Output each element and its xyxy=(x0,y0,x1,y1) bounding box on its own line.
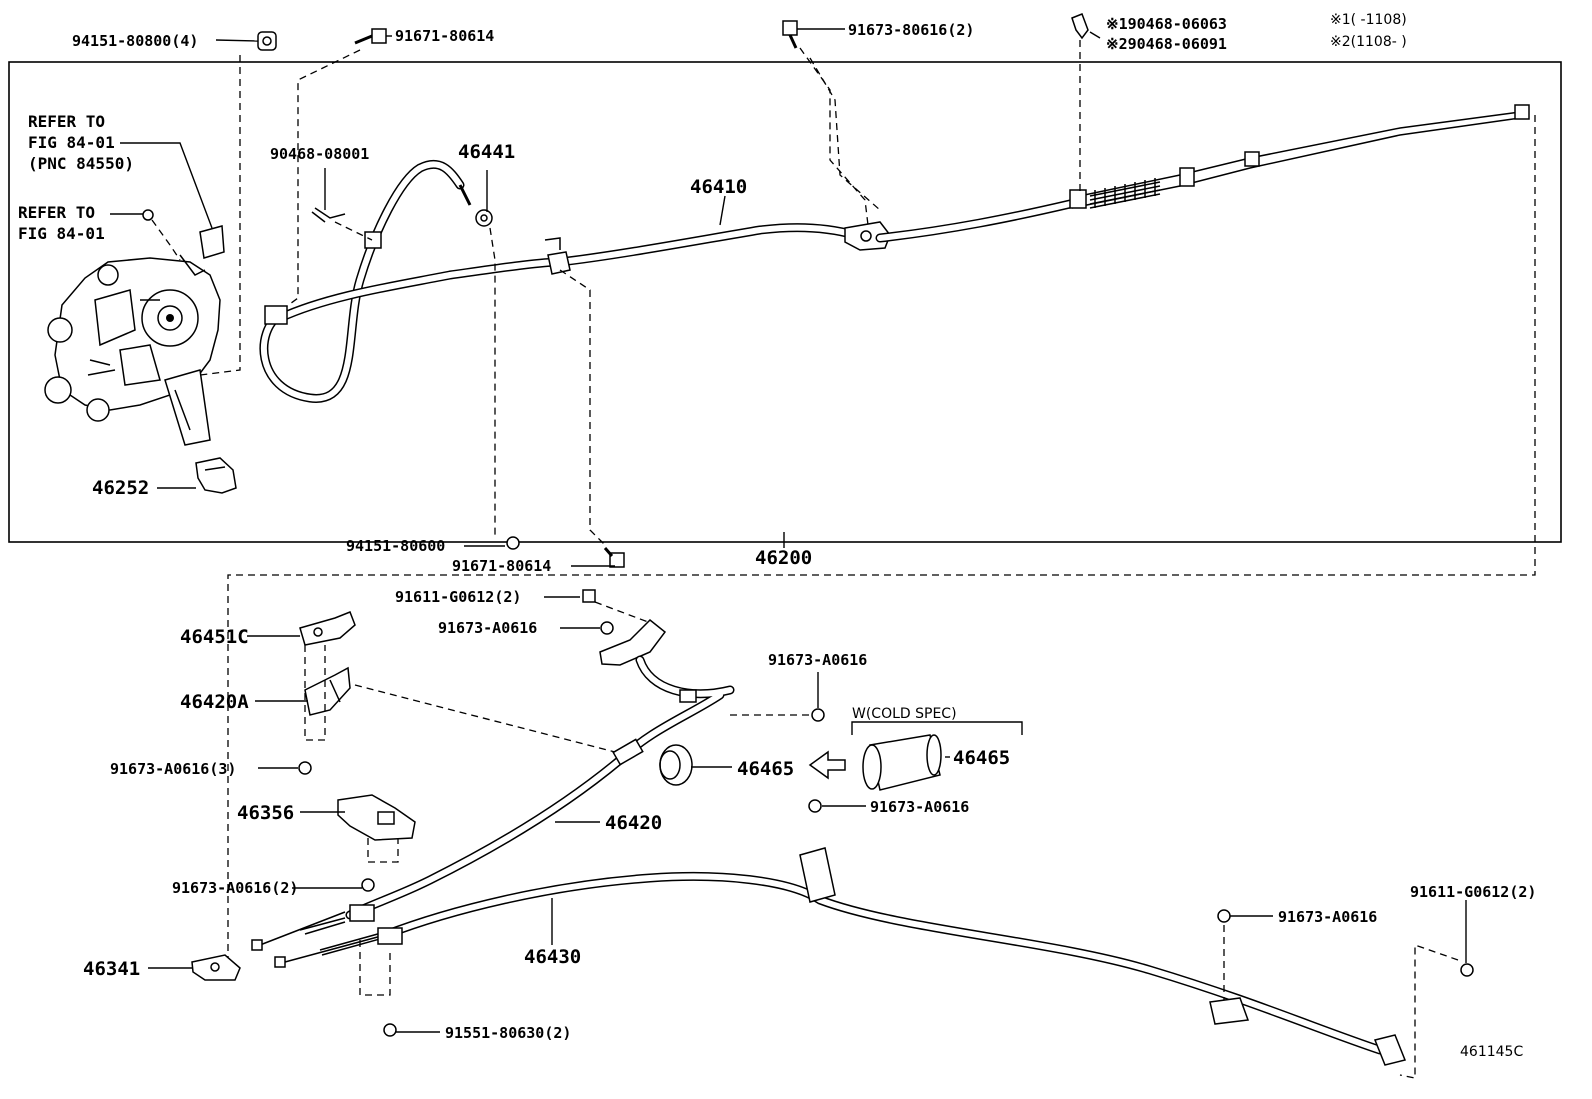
dash-46451C xyxy=(304,645,326,741)
label-46356: 46356 xyxy=(237,802,294,824)
bolt-91673-A0616-3 xyxy=(298,761,312,775)
dash-clamp-bolt xyxy=(559,269,606,546)
dash-bolt-to-cable xyxy=(274,49,361,316)
pedal-assembly xyxy=(44,209,225,446)
label-91673-A0616-b: 91673-A0616 xyxy=(768,651,867,669)
label-cold-spec: W(COLD SPEC) xyxy=(852,706,957,722)
intermediate-cable xyxy=(875,104,1530,243)
bolt-91671-80614-bottom xyxy=(603,547,625,568)
bolt-91611-G0612-b xyxy=(1460,963,1474,977)
pedal-pad-46252 xyxy=(195,457,237,494)
dash-upper-mount xyxy=(594,601,649,623)
label-94151-80800: 94151-80800(4) xyxy=(72,32,198,50)
label-91673-80616: 91673-80616(2) xyxy=(848,21,974,39)
label-note-1: ※1( -1108) xyxy=(1330,12,1407,28)
clip-90468-08001 xyxy=(311,207,346,223)
dash-nut-to-pedal xyxy=(199,55,241,376)
label-refer1-line1: REFER TO xyxy=(28,112,105,131)
bolt-91673-A0616-d xyxy=(1217,909,1231,923)
label-46465-boot: 46465 xyxy=(953,747,1010,769)
label-91551-80630: 91551-80630(2) xyxy=(445,1024,571,1042)
label-46420A: 46420A xyxy=(180,691,249,713)
bolt-91671-80614-top xyxy=(354,28,387,45)
rear-cable-46430 xyxy=(274,847,1407,1066)
label-46441: 46441 xyxy=(458,141,515,163)
leader-lines xyxy=(110,28,1467,1033)
dash-frame-link xyxy=(227,115,1536,960)
label-90468-06091: ※290468-06091 xyxy=(1106,35,1227,53)
label-90468-06063: ※190468-06063 xyxy=(1106,15,1227,33)
bracket-46356 xyxy=(337,794,416,841)
label-refer1-line3: (PNC 84550) xyxy=(28,154,134,173)
label-91673-A0616-c: 91673-A0616 xyxy=(870,798,969,816)
bolt-91673-A0616-a xyxy=(811,708,825,722)
clip-46341 xyxy=(191,954,241,981)
arrow-icon xyxy=(808,750,846,780)
cold-spec-group xyxy=(851,721,1023,791)
label-refer2-line2: FIG 84-01 xyxy=(18,224,105,243)
rear-cable-46420 xyxy=(251,655,735,951)
label-91611-G0612-a: 91611-G0612(2) xyxy=(395,588,521,606)
label-94151-80600: 94151-80600 xyxy=(346,537,445,555)
cable-clamp-mid xyxy=(544,237,571,275)
label-46410: 46410 xyxy=(690,176,747,198)
label-91673-A0616-2: 91673-A0616(2) xyxy=(172,879,298,897)
label-46465-ring: 46465 xyxy=(737,758,794,780)
clip-90468-06063 xyxy=(1071,13,1089,40)
label-note-2: ※2(1108- ) xyxy=(1330,34,1407,50)
equalizer-bracket xyxy=(844,221,891,251)
label-91673-A0616-3: 91673-A0616(3) xyxy=(110,760,236,778)
assembly-frame-46200 xyxy=(8,61,1562,543)
bolt-91673-A0616-c xyxy=(808,799,822,813)
grommet-46441 xyxy=(475,209,493,227)
label-91611-G0612-b: 91611-G0612(2) xyxy=(1410,883,1536,901)
dash-clip xyxy=(334,221,373,241)
bracket-46451C xyxy=(299,611,356,646)
label-46420: 46420 xyxy=(605,812,662,834)
dash-46420A-cable xyxy=(354,684,616,753)
bolt-91673-80616 xyxy=(782,20,798,49)
label-46451C: 46451C xyxy=(180,626,249,648)
dash-46356 xyxy=(367,838,399,863)
dash-bolt-80616-b xyxy=(809,57,881,211)
ring-46465 xyxy=(659,744,693,786)
dash-lower-bracket xyxy=(359,940,391,996)
dash-g0612-b xyxy=(1399,944,1459,1079)
label-46430: 46430 xyxy=(524,946,581,968)
label-91673-A0616-d: 91673-A0616 xyxy=(1278,908,1377,926)
clamp-46420A xyxy=(304,666,351,716)
upper-mount-bracket xyxy=(582,589,667,666)
label-90468-08001: 90468-08001 xyxy=(270,145,369,163)
label-46252: 46252 xyxy=(92,477,149,499)
bolt-91551-80630 xyxy=(383,1023,397,1037)
label-91671-80614-bottom: 91671-80614 xyxy=(452,557,551,575)
dash-grommet-nut xyxy=(489,227,496,538)
label-refer1-line2: FIG 84-01 xyxy=(28,133,115,152)
label-91673-A0616-a: 91673-A0616 xyxy=(438,619,537,637)
label-91671-80614-top: 91671-80614 xyxy=(395,27,494,45)
nut-94151-80800 xyxy=(257,31,277,51)
dash-bolt-80616-a xyxy=(799,47,869,226)
figure-id: 461145C xyxy=(1460,1044,1523,1060)
label-refer2-line1: REFER TO xyxy=(18,203,95,222)
label-46341: 46341 xyxy=(83,958,140,980)
nut-94151-80600 xyxy=(506,536,520,550)
label-46200: 46200 xyxy=(755,547,812,569)
bolt-91673-A0616-2 xyxy=(361,878,375,892)
front-cable-46410 xyxy=(259,159,860,403)
